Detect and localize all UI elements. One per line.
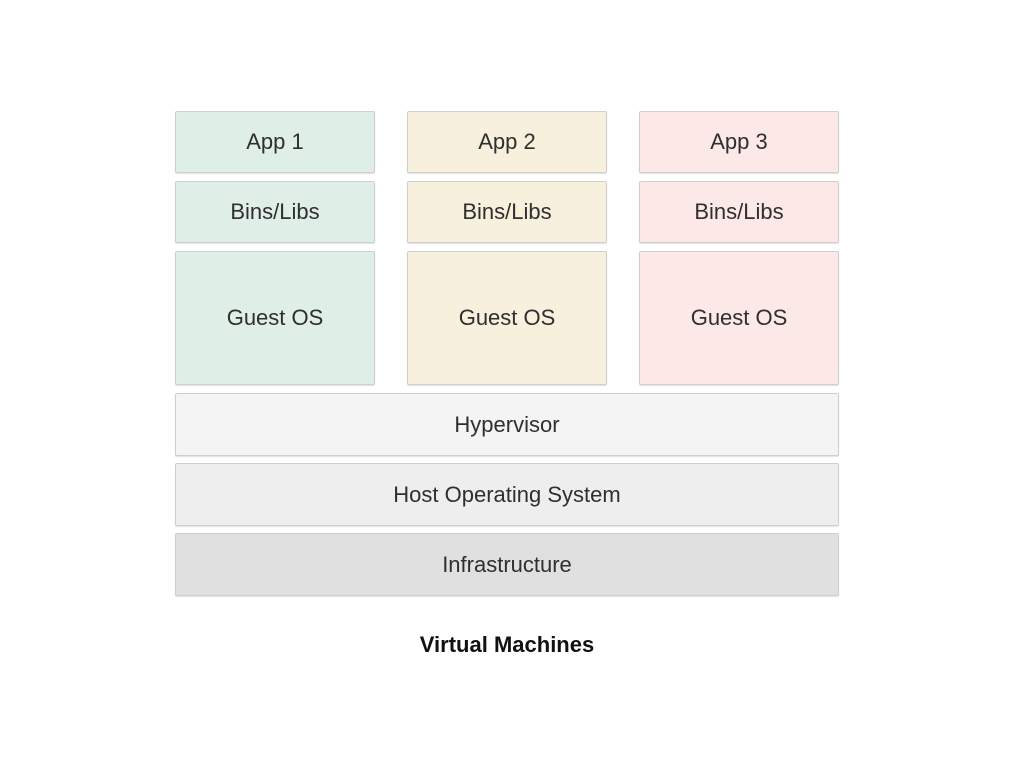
bins-libs-1-box: Bins/Libs bbox=[175, 181, 375, 243]
guest-os-3-box: Guest OS bbox=[639, 251, 839, 385]
diagram-caption: Virtual Machines bbox=[419, 632, 595, 657]
guest-os-2-box: Guest OS bbox=[407, 251, 607, 385]
app-1-box: App 1 bbox=[175, 111, 375, 173]
app-2-box: App 2 bbox=[407, 111, 607, 173]
hypervisor-layer: Hypervisor bbox=[175, 393, 839, 456]
guest-os-1-box: Guest OS bbox=[175, 251, 375, 385]
host-os-layer: Host Operating System bbox=[175, 463, 839, 526]
bins-libs-3-box: Bins/Libs bbox=[639, 181, 839, 243]
bins-libs-2-box: Bins/Libs bbox=[407, 181, 607, 243]
app-3-box: App 3 bbox=[639, 111, 839, 173]
infrastructure-layer: Infrastructure bbox=[175, 533, 839, 596]
